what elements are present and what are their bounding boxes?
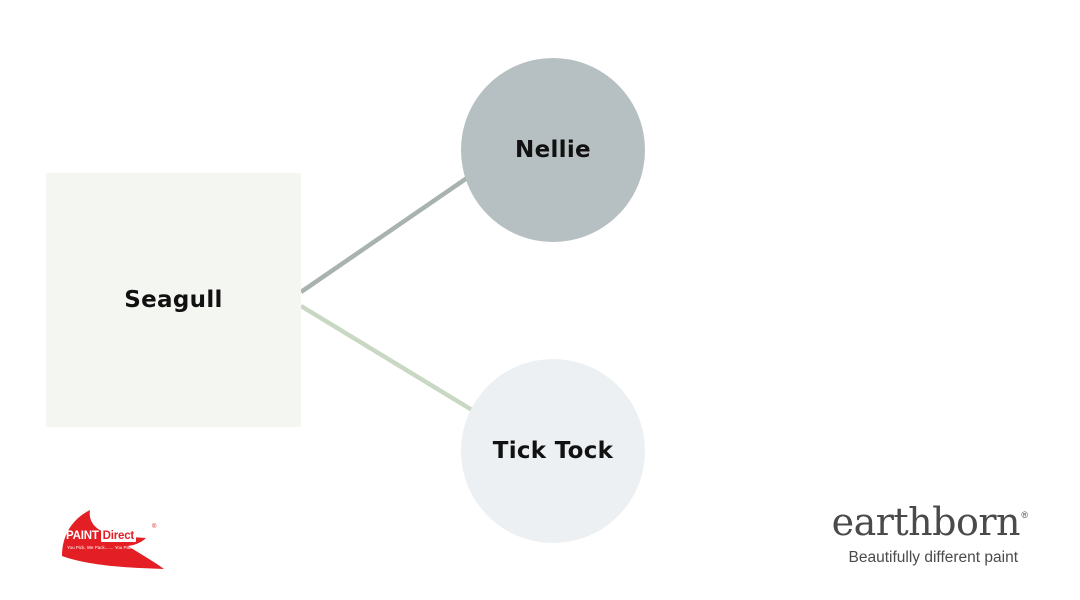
paint-direct-paint-text: PAINT <box>66 530 99 542</box>
swatch-tick-tock: Tick Tock <box>461 359 645 543</box>
earthborn-wordmark: earthborn <box>831 500 1021 544</box>
connector-line-nellie <box>299 176 469 294</box>
earthborn-logo: earthborn ® Beautifully different paint <box>818 498 1028 574</box>
earthborn-tagline: Beautifully different paint <box>848 549 1018 566</box>
swatch-seagull: Seagull <box>46 173 301 427</box>
paint-direct-tagline: You Pick, We Pack....... You Paint! <box>67 545 136 550</box>
swatch-label-seagull: Seagull <box>124 287 223 313</box>
paint-direct-direct-text: Direct <box>100 530 137 542</box>
connector-line-tick-tock <box>299 304 474 412</box>
swatch-label-tick-tock: Tick Tock <box>492 438 614 464</box>
paint-direct-registered-mark: ® <box>152 524 157 530</box>
earthborn-registered-mark: ® <box>1021 510 1028 520</box>
swatch-nellie: Nellie <box>461 58 645 242</box>
swatch-label-nellie: Nellie <box>515 137 591 163</box>
